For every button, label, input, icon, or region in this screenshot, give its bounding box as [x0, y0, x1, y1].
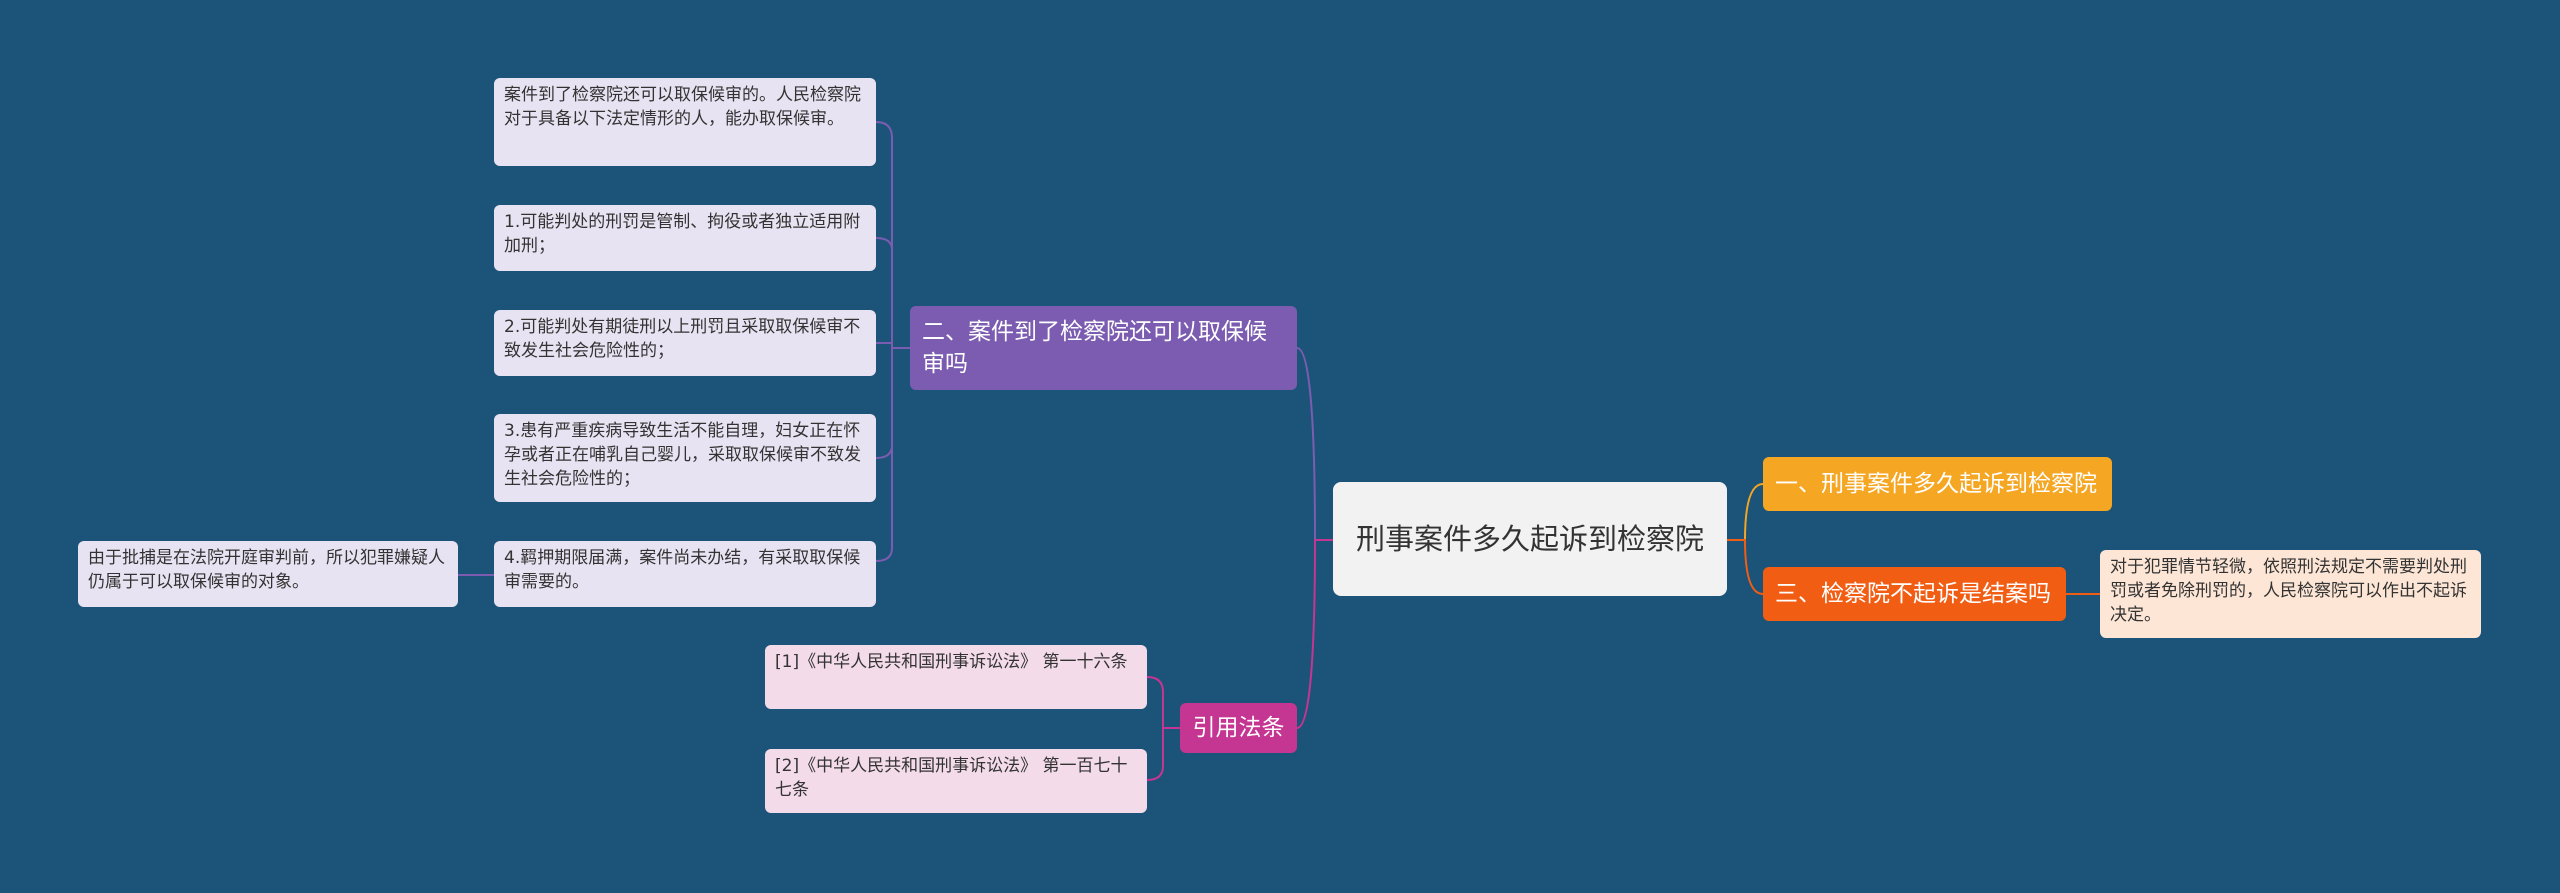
branch-how-long[interactable]: 一、刑事案件多久起诉到检察院: [1763, 457, 2112, 511]
links-pink-leaves: [1146, 676, 1180, 781]
branch-non-prosecution[interactable]: 三、检察院不起诉是结案吗: [1763, 567, 2066, 621]
branch-cited-laws-label: 引用法条: [1192, 714, 1285, 741]
link-root-pink: [1296, 539, 1333, 729]
leaf-condition-2[interactable]: 2.可能判处有期徒刑以上刑罚且采取取保候审不致发生社会危险性的；: [494, 310, 876, 376]
link-root-orange: [1727, 483, 1764, 541]
leaf-condition-3[interactable]: 3.患有严重疾病导致生活不能自理，妇女正在怀孕或者正在哺乳自己婴儿，采取取保候审…: [494, 414, 876, 502]
leaf-non-prosecution-text: 对于犯罪情节轻微，依照刑法规定不需要判处刑罚或者免除刑罚的，人民检察院可以作出不…: [2110, 557, 2467, 625]
branch-bail-label: 二、案件到了检察院还可以取保候审吗: [922, 318, 1267, 377]
links-purple-leaves: [875, 121, 910, 562]
root-node[interactable]: 刑事案件多久起诉到检察院: [1333, 482, 1727, 596]
leaf-law-2[interactable]: [2]《中华人民共和国刑事诉讼法》 第一百七十七条: [765, 749, 1147, 813]
link-root-purple: [1296, 347, 1333, 541]
root-label: 刑事案件多久起诉到检察院: [1355, 521, 1704, 556]
leaf-bail-intro[interactable]: 案件到了检察院还可以取保候审的。人民检察院对于具备以下法定情形的人，能办取保候审…: [494, 78, 876, 166]
leaf-condition-1-text: 1.可能判处的刑罚是管制、拘役或者独立适用附加刑；: [504, 212, 861, 256]
branch-cited-laws[interactable]: 引用法条: [1180, 703, 1297, 753]
branch-non-prosecution-label: 三、检察院不起诉是结案吗: [1775, 580, 2051, 607]
leaf-non-prosecution-decision[interactable]: 对于犯罪情节轻微，依照刑法规定不需要判处刑罚或者免除刑罚的，人民检察院可以作出不…: [2100, 550, 2481, 638]
leaf-condition-3-text: 3.患有严重疾病导致生活不能自理，妇女正在怀孕或者正在哺乳自己婴儿，采取取保候审…: [504, 421, 861, 489]
leaf-law-2-text: [2]《中华人民共和国刑事诉讼法》 第一百七十七条: [775, 756, 1128, 800]
leaf-law-1[interactable]: [1]《中华人民共和国刑事诉讼法》 第一十六条: [765, 645, 1147, 709]
leaf-condition-4-text: 4.羁押期限届满，案件尚未办结，有采取取保候审需要的。: [504, 548, 861, 592]
branch-how-long-label: 一、刑事案件多久起诉到检察院: [1775, 470, 2097, 497]
leaf-bail-intro-text: 案件到了检察院还可以取保候审的。人民检察院对于具备以下法定情形的人，能办取保候审…: [504, 85, 861, 129]
leaf-condition-4[interactable]: 4.羁押期限届满，案件尚未办结，有采取取保候审需要的。: [494, 541, 876, 607]
branch-bail-at-procuratorate[interactable]: 二、案件到了检察院还可以取保候审吗: [910, 306, 1297, 390]
leaf-arrest-note-text: 由于批捕是在法院开庭审判前，所以犯罪嫌疑人仍属于可以取保候审的对象。: [88, 548, 445, 592]
leaf-condition-2-text: 2.可能判处有期徒刑以上刑罚且采取取保候审不致发生社会危险性的；: [504, 317, 861, 361]
leaf-law-1-text: [1]《中华人民共和国刑事诉讼法》 第一十六条: [775, 652, 1128, 672]
leaf-arrest-note[interactable]: 由于批捕是在法院开庭审判前，所以犯罪嫌疑人仍属于可以取保候审的对象。: [78, 541, 458, 607]
leaf-condition-1[interactable]: 1.可能判处的刑罚是管制、拘役或者独立适用附加刑；: [494, 205, 876, 271]
link-root-red: [1727, 539, 1764, 595]
